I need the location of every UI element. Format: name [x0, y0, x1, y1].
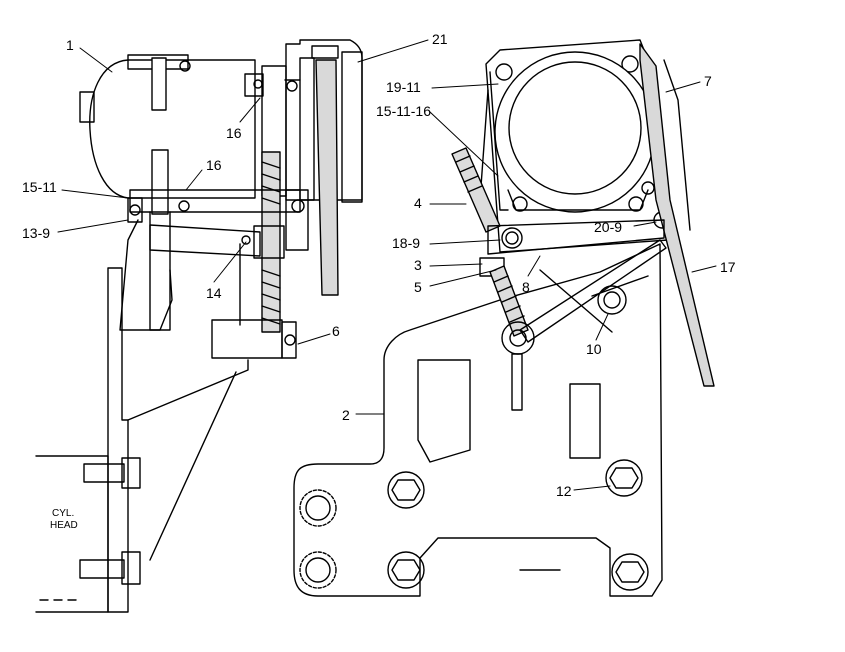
- callout-17: 17: [720, 259, 736, 275]
- main-bracket: [293, 243, 663, 597]
- callout-21: 21: [432, 31, 448, 47]
- callout-20-9: 20-9: [594, 219, 622, 235]
- alternator-pulley: [494, 51, 671, 229]
- callout-15-11-left: 15-11: [22, 179, 57, 195]
- callout-10: 10: [586, 341, 602, 357]
- callout-1: 1: [66, 37, 74, 53]
- callout-5: 5: [414, 279, 422, 295]
- callout-8: 8: [522, 279, 530, 295]
- callout-4: 4: [414, 195, 422, 211]
- callout-18-9: 18-9: [392, 235, 420, 251]
- callout-3: 3: [414, 257, 422, 273]
- bracket-bolts: [299, 459, 649, 591]
- callout-6: 6: [332, 323, 340, 339]
- callout-14: 14: [206, 285, 222, 301]
- callout-16-lower: 16: [206, 157, 222, 173]
- callout-2: 2: [342, 407, 350, 423]
- cylinder-head: [35, 455, 141, 613]
- callout-13-9: 13-9: [22, 225, 50, 241]
- bracket-link: [119, 149, 309, 331]
- cylinder-head-label-line1: CYL.: [52, 508, 74, 519]
- callout-15-11-16: 15-11-16: [376, 103, 431, 119]
- callout-16-upper: 16: [226, 125, 242, 141]
- leader-lines: [57, 39, 717, 491]
- cylinder-head-label-line2: HEAD: [50, 520, 78, 531]
- belt-left: [315, 59, 339, 296]
- callout-labels: 1 21 16 16 15-11 13-9 14 6 19-11 15-11-1…: [22, 31, 736, 531]
- callout-19-11: 19-11: [386, 79, 421, 95]
- adjusting-block: [211, 319, 297, 359]
- callout-12: 12: [556, 483, 572, 499]
- adjusting-bolt: [261, 151, 281, 333]
- pivot-link: [519, 239, 667, 343]
- callout-7: 7: [704, 73, 712, 89]
